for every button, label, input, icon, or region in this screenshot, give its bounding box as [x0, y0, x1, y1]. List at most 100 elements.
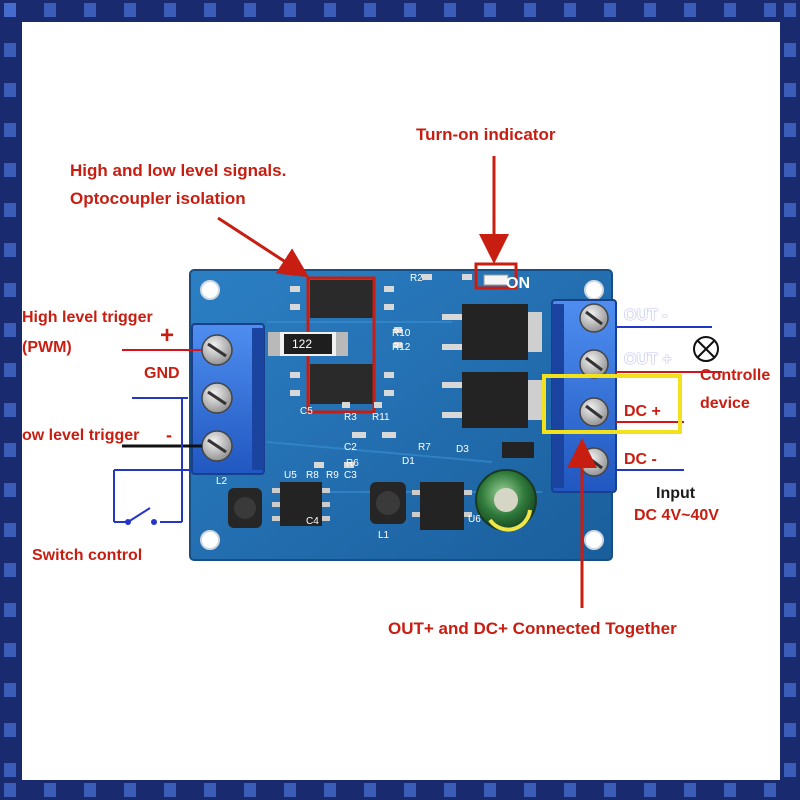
- screw-icon: [579, 349, 609, 379]
- mounting-hole-icon: [584, 530, 604, 550]
- frame-tile: [724, 3, 736, 17]
- label-c4: C4: [306, 516, 319, 527]
- frame-tile: [784, 563, 796, 577]
- label-u5: U5: [284, 470, 297, 481]
- frame-tile: [784, 323, 796, 337]
- label-d3: D3: [456, 444, 469, 455]
- frame-tile: [724, 783, 736, 797]
- label-d1: D1: [402, 456, 415, 467]
- frame-tile: [4, 43, 16, 57]
- output-terminal-block: [551, 299, 617, 493]
- frame-tile: [784, 483, 796, 497]
- frame-tile: [444, 783, 456, 797]
- label-r2: R2: [410, 273, 423, 284]
- resistor-122: [268, 332, 348, 356]
- frame-tile: [604, 3, 616, 17]
- label-r9: R9: [326, 470, 339, 481]
- dc-plus-highlight: [542, 374, 682, 434]
- frame-tile: [44, 3, 56, 17]
- frame-tile: [644, 3, 656, 17]
- annotation-minus: -: [166, 425, 172, 445]
- smd-components: [314, 274, 472, 468]
- frame-tile: [4, 203, 16, 217]
- annotation-turn-on: Turn-on indicator: [416, 125, 556, 144]
- annotation-switch-control: Switch control: [32, 547, 143, 564]
- frame-tile: [444, 3, 456, 17]
- frame-tile: [784, 763, 796, 777]
- lamp-icon: [693, 336, 719, 362]
- frame-tile: [564, 3, 576, 17]
- label-on: ON: [506, 275, 530, 292]
- annotation-pwm: (PWM): [22, 339, 72, 356]
- label-r6: R6: [346, 458, 359, 469]
- frame-tile: [784, 403, 796, 417]
- label-l2: L2: [216, 476, 228, 487]
- frame-tile: [204, 3, 216, 17]
- diode-d3: [502, 442, 534, 458]
- frame-tile: [84, 3, 96, 17]
- frame-tile: [4, 683, 16, 697]
- frame-tile: [784, 283, 796, 297]
- mounting-hole-icon: [200, 280, 220, 300]
- frame-tile: [4, 363, 16, 377]
- frame-tile: [784, 163, 796, 177]
- frame-tile: [164, 783, 176, 797]
- frame-tile: [4, 163, 16, 177]
- frame-tile: [404, 783, 416, 797]
- frame-tile: [784, 123, 796, 137]
- frame-tile: [784, 83, 796, 97]
- frame-tile: [4, 323, 16, 337]
- screw-icon: [201, 382, 233, 414]
- frame-tile: [564, 783, 576, 797]
- output-wires: [542, 326, 722, 471]
- label-c5: C5: [300, 406, 313, 417]
- frame-tile: [784, 203, 796, 217]
- arrow-icon: [217, 216, 310, 278]
- annotation-out-minus: OUT -: [624, 307, 668, 324]
- frame-tile: [244, 3, 256, 17]
- frame-tile: [684, 783, 696, 797]
- frame-tile: [524, 3, 536, 17]
- annotation-arrows: [217, 156, 597, 608]
- frame-tile: [124, 783, 136, 797]
- frame-tile: [784, 683, 796, 697]
- frame-tile: [784, 643, 796, 657]
- frame-tile: [4, 243, 16, 257]
- inductor-icon: [228, 482, 406, 528]
- frame-tile: [404, 3, 416, 17]
- frame-tile: [4, 3, 16, 17]
- input-terminal-block: [191, 323, 265, 475]
- frame-tile: [4, 83, 16, 97]
- ic-u6: [412, 482, 472, 530]
- frame-tile: [164, 3, 176, 17]
- frame-tile: [784, 523, 796, 537]
- frame-tile: [784, 3, 796, 17]
- frame-tile: [784, 43, 796, 57]
- frame-tile: [84, 783, 96, 797]
- frame-tile: [484, 3, 496, 17]
- label-c3: C3: [344, 470, 357, 481]
- annotation-controlled-line2: device: [700, 395, 750, 412]
- frame-tile: [124, 3, 136, 17]
- frame-tile: [4, 483, 16, 497]
- annotation-gnd: GND: [144, 365, 180, 382]
- frame-tile: [784, 363, 796, 377]
- label-c2: C2: [344, 442, 357, 453]
- annotation-input: Input: [656, 485, 696, 502]
- screw-icon: [579, 447, 609, 477]
- frame-tile: [4, 563, 16, 577]
- frame-tile: [324, 783, 336, 797]
- frame-tile: [4, 283, 16, 297]
- screw-icon: [579, 397, 609, 427]
- frame-tile: [764, 783, 776, 797]
- frame-tile: [4, 123, 16, 137]
- screw-icon: [201, 334, 233, 366]
- frame-tile: [4, 783, 16, 797]
- label-u6: U6: [468, 514, 481, 525]
- label-r11: R11: [372, 412, 390, 423]
- frame-tile: [684, 3, 696, 17]
- frame-tile: [364, 783, 376, 797]
- frame-tile: [644, 783, 656, 797]
